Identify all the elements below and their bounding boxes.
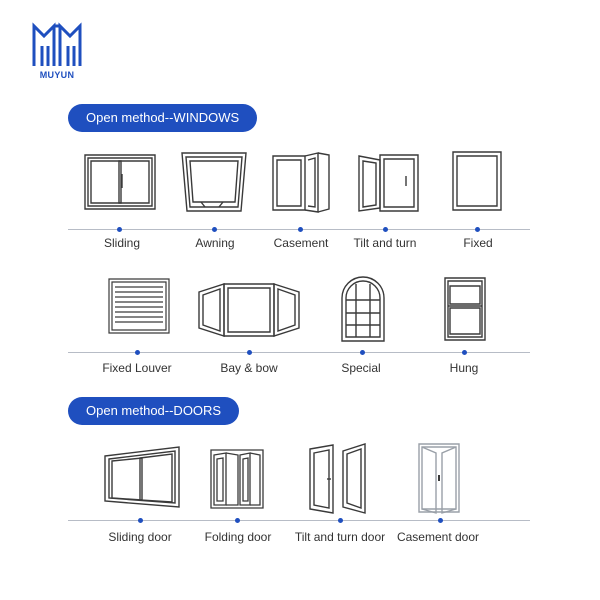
tilt-turn-door-marker <box>338 518 343 523</box>
window-label-fixed: Fixed <box>463 236 493 250</box>
casement-window-icon <box>272 152 330 212</box>
hung-window-icon <box>444 277 486 341</box>
tilt-turn-window-icon <box>358 152 420 212</box>
sliding-door-marker <box>138 518 143 523</box>
fixed-marker <box>475 227 480 232</box>
casement-door-icon <box>418 443 460 513</box>
hung-marker <box>462 350 467 355</box>
fixed-louver-marker <box>135 350 140 355</box>
brand-logo: MUYUN <box>30 22 84 80</box>
window-label-special: Special <box>341 361 381 375</box>
window-label-hung: Hung <box>449 361 479 375</box>
door-label-tilt-turn: Tilt and turn door <box>294 530 386 544</box>
casement-door-marker <box>438 518 443 523</box>
bay-bow-window-icon <box>198 282 300 338</box>
folding-door-marker <box>235 518 240 523</box>
sliding-marker <box>117 227 122 232</box>
window-label-awning: Awning <box>195 236 235 250</box>
casement-marker <box>298 227 303 232</box>
tilt-turn-marker <box>383 227 388 232</box>
window-label-sliding: Sliding <box>103 236 141 250</box>
doors-row-line <box>68 520 530 521</box>
windows-section-title: Open method--WINDOWS <box>68 104 258 132</box>
sliding-door-icon <box>104 446 180 508</box>
window-label-casement: Casement <box>273 236 329 250</box>
doors-section-title: Open method--DOORS <box>68 397 240 425</box>
folding-door-icon <box>210 449 264 509</box>
door-label-casement: Casement door <box>396 530 480 544</box>
special-marker <box>360 350 365 355</box>
brand-name: MUYUN <box>39 70 75 80</box>
window-label-fixed-louver: Fixed Louver <box>102 361 172 375</box>
fixed-window-icon <box>452 151 502 211</box>
tilt-turn-door-icon <box>309 443 369 515</box>
door-label-sliding: Sliding door <box>108 530 172 544</box>
awning-window-icon <box>181 152 247 212</box>
door-label-folding: Folding door <box>204 530 272 544</box>
bay-bow-marker <box>247 350 252 355</box>
awning-marker <box>212 227 217 232</box>
window-label-bay-bow: Bay & bow <box>220 361 278 375</box>
fixed-louver-window-icon <box>108 278 170 334</box>
windows-row2-line <box>68 352 530 353</box>
sliding-window-icon <box>84 154 156 210</box>
muyun-logo-icon <box>32 22 82 66</box>
arched-window-icon <box>341 276 385 342</box>
window-label-tilt-turn: Tilt and turn <box>353 236 417 250</box>
